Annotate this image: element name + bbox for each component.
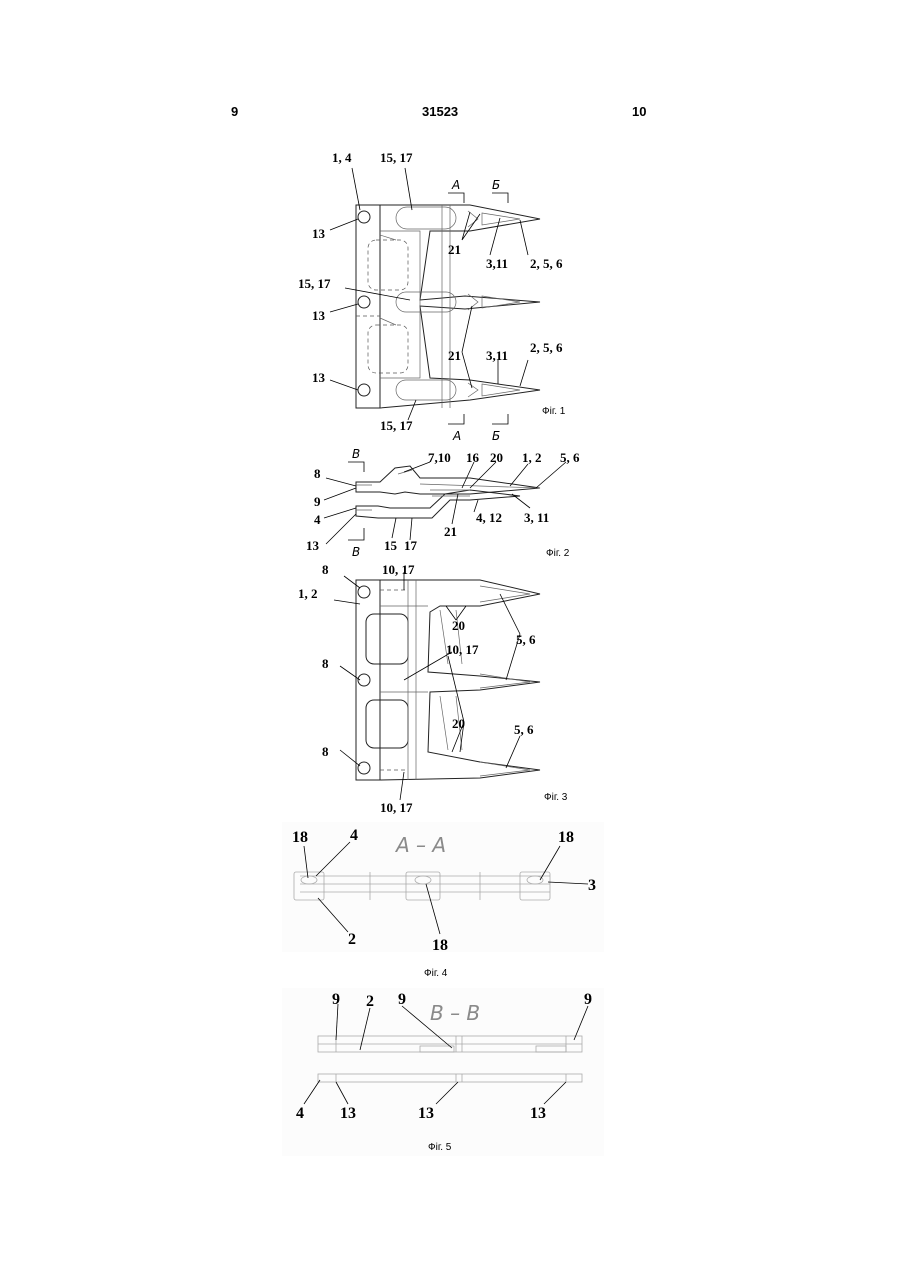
fig1-label-3: 13 xyxy=(312,226,326,241)
figure-5: В – В 9 2 9 9 4 13 13 13 Фіг. 5 xyxy=(280,985,610,1160)
fig3-label-10: 8 xyxy=(322,744,329,759)
fig5-section-title: В – В xyxy=(430,1001,480,1025)
fig1-caption: Фіг. 1 xyxy=(542,406,566,417)
fig2-label-7: 9 xyxy=(314,494,321,509)
fig2-label-5: 1, 2 xyxy=(522,450,542,465)
fig3-label-11: 10, 17 xyxy=(380,800,413,815)
fig4-section-title: А – А xyxy=(394,833,446,857)
fig2-label-11: 17 xyxy=(404,538,418,553)
page-number-left: 9 xyxy=(231,104,238,119)
fig3-label-5: 5, 6 xyxy=(516,632,536,647)
fig1-cut-marks: А Б А Б xyxy=(448,178,508,443)
figure-3: 8 10, 17 1, 2 20 5, 6 8 10, 17 5, 6 20 8… xyxy=(290,560,590,820)
fig3-label-8: 5, 6 xyxy=(514,722,534,737)
fig2-cut-marks: В В xyxy=(348,447,364,559)
fig3-caption: Фіг. 3 xyxy=(544,792,568,803)
fig2-label-4: 20 xyxy=(490,450,503,465)
fig5-label-1: 9 xyxy=(332,991,340,1008)
fig2-label-13: 4, 12 xyxy=(476,510,502,525)
fig4-label-4: 3 xyxy=(588,877,596,894)
fig1-drawing xyxy=(356,205,540,408)
fig2-label-1: 8 xyxy=(314,466,321,481)
fig1-label-6: 2, 5, 6 xyxy=(530,256,563,271)
fig3-label-3: 1, 2 xyxy=(298,586,318,601)
fig2-cut-v-top: В xyxy=(352,447,360,461)
fig3-label-4: 20 xyxy=(452,618,465,633)
fig1-label-10: 3,11 xyxy=(486,348,508,363)
fig1-cut-a-top: А xyxy=(451,178,460,192)
fig2-label-8: 4 xyxy=(314,512,321,527)
fig1-label-5: 3,11 xyxy=(486,256,508,271)
fig2-label-14: 3, 11 xyxy=(524,510,549,525)
fig1-label-1: 1, 4 xyxy=(332,150,352,165)
fig1-leaders xyxy=(330,168,528,420)
fig5-label-2: 2 xyxy=(366,993,374,1010)
fig2-label-2: 7,10 xyxy=(428,450,451,465)
fig2-label-9: 13 xyxy=(306,538,320,553)
fig2-label-10: 15 xyxy=(384,538,398,553)
fig4-caption: Фіг. 4 xyxy=(424,968,448,979)
fig3-label-7: 10, 17 xyxy=(446,642,479,657)
fig3-label-9: 20 xyxy=(452,716,465,731)
figure-4: А – А 18 4 18 3 2 18 Фіг. 4 xyxy=(280,820,610,980)
fig5-label-3: 9 xyxy=(398,991,406,1008)
fig4-label-1: 18 xyxy=(292,829,308,846)
fig1-label-11: 2, 5, 6 xyxy=(530,340,563,355)
fig1-label-12: 13 xyxy=(312,370,326,385)
fig4-label-6: 18 xyxy=(432,937,448,954)
fig3-label-6: 8 xyxy=(322,656,329,671)
fig1-cut-b-top: Б xyxy=(492,178,500,192)
fig2-cut-v-bottom: В xyxy=(352,545,360,559)
fig3-drawing xyxy=(356,580,540,780)
fig4-label-3: 18 xyxy=(558,829,574,846)
fig1-label-13: 15, 17 xyxy=(380,418,413,433)
fig5-label-6: 13 xyxy=(340,1105,356,1122)
page-number-right: 10 xyxy=(632,104,646,119)
fig5-caption: Фіг. 5 xyxy=(428,1142,452,1153)
fig4-label-2: 4 xyxy=(350,827,358,844)
patent-number: 31523 xyxy=(422,104,458,119)
fig3-label-2: 10, 17 xyxy=(382,562,415,577)
fig4-label-5: 2 xyxy=(348,931,356,948)
fig5-label-4: 9 xyxy=(584,991,592,1008)
fig1-label-2: 15, 17 xyxy=(380,150,413,165)
fig5-label-8: 13 xyxy=(530,1105,546,1122)
fig1-label-8: 13 xyxy=(312,308,326,323)
fig2-label-3: 16 xyxy=(466,450,480,465)
fig1-label-9: 21 xyxy=(448,348,461,363)
fig2-label-6: 5, 6 xyxy=(560,450,580,465)
fig2-drawing xyxy=(356,466,540,518)
fig1-label-4: 21 xyxy=(448,242,461,257)
figure-1: А Б А Б 1, 4 15, 17 13 21 3,11 2, 5, 6 1… xyxy=(290,140,590,430)
fig5-label-5: 4 xyxy=(296,1105,304,1122)
fig2-label-12: 21 xyxy=(444,524,457,539)
figure-2: В В 8 7,10 16 20 1, 2 5, 6 9 4 13 15 17 … xyxy=(290,440,590,570)
fig1-label-7: 15, 17 xyxy=(298,276,331,291)
fig3-label-1: 8 xyxy=(322,562,329,577)
fig5-label-7: 13 xyxy=(418,1105,434,1122)
fig2-caption: Фіг. 2 xyxy=(546,548,570,559)
